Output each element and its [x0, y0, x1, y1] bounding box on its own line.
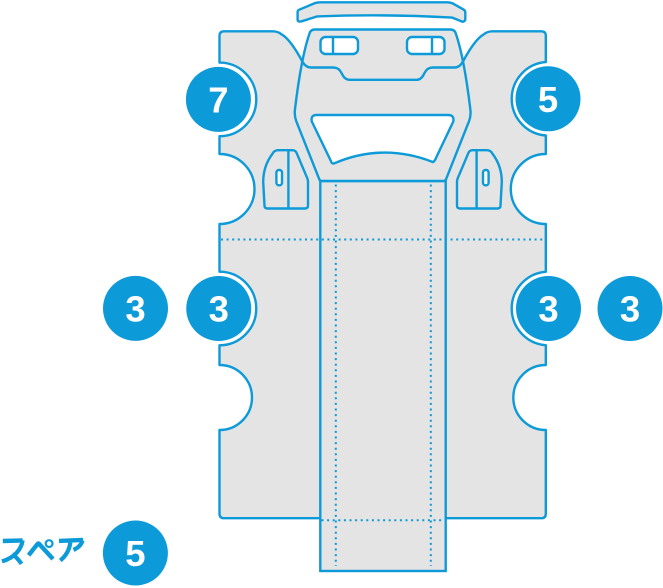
svg-text:3: 3 — [125, 288, 145, 329]
svg-text:3: 3 — [620, 289, 640, 330]
svg-text:7: 7 — [208, 79, 228, 120]
svg-text:5: 5 — [125, 533, 145, 574]
svg-text:3: 3 — [538, 289, 558, 330]
svg-text:5: 5 — [538, 79, 558, 120]
svg-text:3: 3 — [209, 289, 229, 330]
